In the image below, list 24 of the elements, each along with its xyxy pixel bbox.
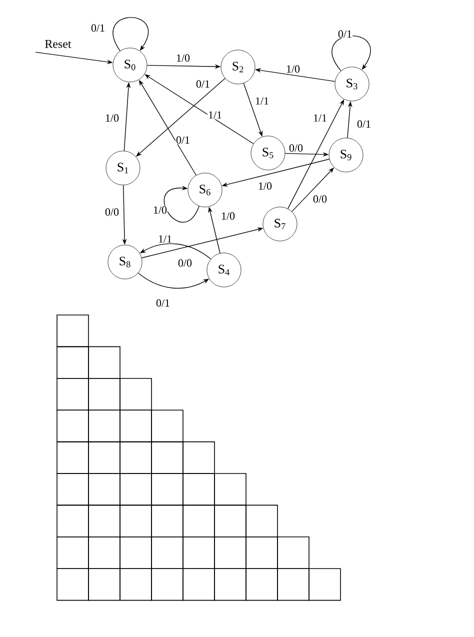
- edge-label: 1/1: [312, 114, 328, 122]
- edge-label: 0/1: [338, 30, 352, 38]
- edge-label: 0/1: [176, 136, 190, 144]
- edge-label: 0/0: [178, 258, 192, 268]
- edge-label: 1/0: [176, 54, 190, 62]
- edge-label: 0/0: [288, 144, 304, 152]
- edge-label: 0/0: [312, 194, 328, 204]
- edge-label: 0/1: [356, 120, 372, 128]
- arrow: [112, 17, 149, 52]
- edge-label: 1/1: [208, 110, 222, 120]
- edge-label: 1/0: [152, 206, 168, 214]
- edge-label: 1/0: [220, 212, 236, 220]
- edge-label: 0/1: [90, 24, 106, 32]
- edge-label: 1/1: [254, 96, 270, 106]
- edge-label: 0/0: [104, 208, 120, 216]
- edge-label: 1/0: [286, 64, 300, 74]
- arrow: [332, 36, 371, 72]
- reset-label: Reset: [45, 40, 72, 48]
- edge-label: 0/1: [156, 298, 170, 308]
- arrow: [164, 186, 200, 223]
- edge-label: 1/0: [258, 182, 272, 190]
- edge-label: 1/0: [104, 114, 120, 122]
- edge-label: 1/1: [158, 234, 172, 244]
- edge-label: 0/1: [196, 80, 210, 88]
